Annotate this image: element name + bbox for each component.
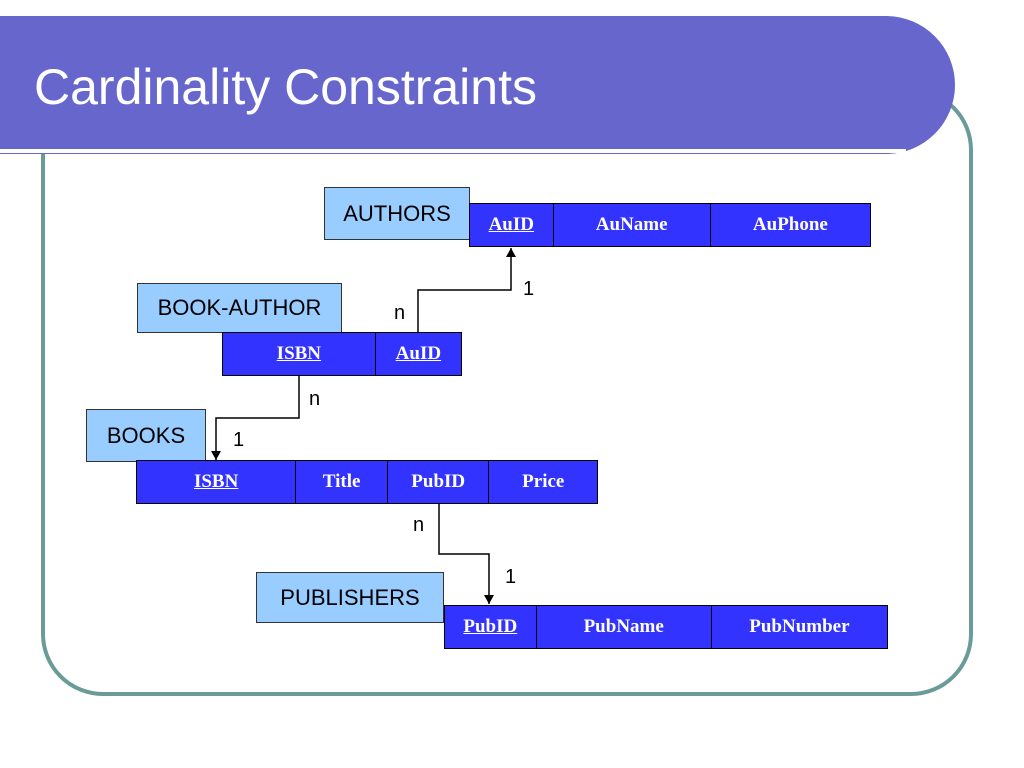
title-bar: Cardinality Constraints [0, 16, 955, 154]
column-pubnumber[interactable]: PubNumber [711, 606, 887, 648]
table-books: ISBN Title PubID Price [136, 460, 598, 504]
column-pubid[interactable]: PubID [445, 606, 537, 648]
column-title[interactable]: Title [296, 461, 388, 503]
table-authors: AuID AuName AuPhone [469, 203, 871, 247]
column-price[interactable]: Price [489, 461, 598, 503]
table-book-author: ISBN AuID [222, 332, 462, 376]
column-auid[interactable]: AuID [375, 333, 461, 375]
cardinality-label: n [394, 302, 406, 324]
column-pubname[interactable]: PubName [536, 606, 712, 648]
column-auid[interactable]: AuID [470, 204, 554, 246]
table-publishers: PubID PubName PubNumber [444, 605, 888, 649]
title-underline [0, 149, 906, 153]
cardinality-label: 1 [505, 566, 517, 588]
slide-title: Cardinality Constraints [34, 59, 537, 115]
column-auname[interactable]: AuName [553, 204, 711, 246]
slide-frame [41, 88, 973, 696]
table-name-books: BOOKS [86, 409, 206, 462]
column-isbn[interactable]: ISBN [137, 461, 297, 503]
link-bookauthor-books [211, 376, 300, 460]
column-auphone[interactable]: AuPhone [710, 204, 870, 246]
cardinality-label: n [309, 388, 321, 410]
column-isbn[interactable]: ISBN [223, 333, 376, 375]
cardinality-label: 1 [523, 278, 535, 300]
table-name-authors: AUTHORS [324, 187, 470, 240]
cardinality-label: n [413, 514, 425, 536]
link-books-publishers [438, 504, 494, 604]
table-name-book-author: BOOK-AUTHOR [137, 283, 342, 333]
column-pubid[interactable]: PubID [387, 461, 490, 503]
table-name-publishers: PUBLISHERS [256, 572, 444, 623]
cardinality-label: 1 [233, 429, 245, 451]
link-bookauthor-authors [417, 248, 516, 332]
